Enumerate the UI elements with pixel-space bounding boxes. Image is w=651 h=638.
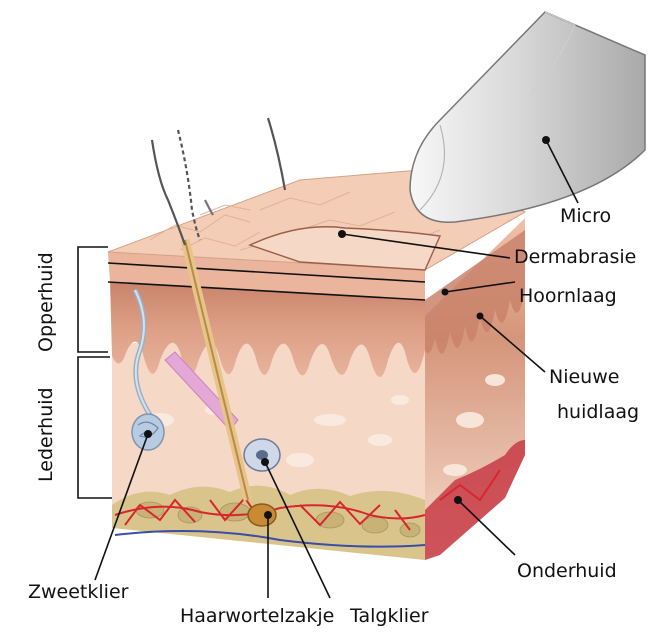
label-dermabrasie: Dermabrasie [514, 246, 636, 268]
label-opperhuid: Opperhuid [35, 252, 57, 352]
label-nieuwe: Nieuwe [549, 366, 619, 388]
device-tip [410, 12, 645, 222]
dermabrasion-device [410, 12, 645, 222]
label-haarwortelzakje: Haarwortelzakje [180, 605, 334, 627]
label-lederhuid: Lederhuid [35, 387, 57, 482]
label-hoornlaag: Hoornlaag [519, 285, 617, 307]
label-micro: Micro [560, 205, 611, 227]
layer-brackets [78, 247, 112, 498]
label-zweetklier: Zweetklier [28, 581, 129, 603]
label-talgklier: Talgklier [349, 605, 429, 627]
label-huidlaag: huidlaag [557, 401, 639, 423]
label-onderhuid: Onderhuid [517, 560, 617, 582]
